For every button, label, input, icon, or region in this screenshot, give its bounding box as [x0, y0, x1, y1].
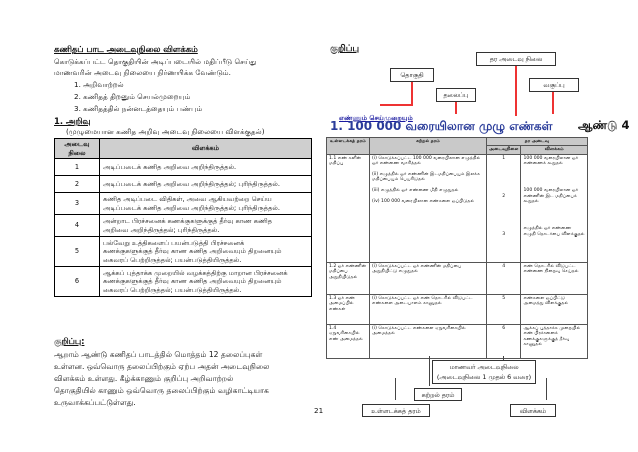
th-desc: விளக்கம் [99, 138, 312, 159]
connector-line [429, 356, 430, 386]
level-cell: 1 2 3 [485, 153, 522, 263]
th-grade: தர அடைவு [486, 136, 588, 147]
intro-line-2: மாணவரின் அடைவு நிலையை நிர்ணயிக்க வேண்டும… [54, 68, 231, 77]
level-desc: அடிப்படைக் கணித அறிவை அறிந்திருத்தல்; பு… [99, 175, 312, 193]
main-title: 1. 100 000 வரையிலான முழு எண்கள் [330, 119, 553, 133]
level-number: 6 [54, 266, 100, 297]
learning-cell: (i) கொடுக்கப்பட்ட ஓர் எண் தொடரில் விடுபட… [369, 293, 487, 325]
connector-line [380, 104, 413, 106]
note-line: உள்ளன. ஒவ்வொரு தலைப்பிற்கும் ஏற்ப அதன் அ… [54, 362, 270, 371]
box-topic: தலைப்பு [436, 88, 476, 102]
box-module: தொகுதி [390, 68, 434, 82]
box-content-standard: உள்ளடக்கத் தரம் [362, 404, 430, 417]
connector-line [515, 66, 517, 116]
box-grade-level: தர அடைவு நிலை [476, 52, 556, 66]
th-desc: விளக்கம் [520, 145, 588, 155]
number-system-label: எண்ணும் செய்முறையும் [339, 114, 413, 122]
level-desc: அன்றாட பிரச்சனைக் கணக்குகளுக்குத் தீர்வு… [99, 214, 312, 237]
level-number: 5 [54, 236, 100, 267]
th-content-standard: உள்ளடக்கத் தரம் [326, 137, 370, 155]
level-cell: 5 [485, 293, 522, 325]
level-cell: 6 [485, 323, 522, 359]
level-desc: அடிப்படைக் கணித அறிவை அறிந்திருத்தல். [99, 158, 312, 176]
box-student-level: மாணவர் அடைவுநிலை (அடைவுநிலை 1 முதல் 6 வர… [432, 360, 536, 384]
connector-line [395, 378, 396, 400]
connector-line [411, 82, 413, 106]
note-heading: குறிப்பு: [54, 336, 85, 346]
connector-line [546, 378, 547, 400]
connector-line [552, 92, 554, 114]
level-number: 4 [54, 214, 100, 237]
th-learning-standard: கற்றல் தரம் [369, 137, 487, 155]
note-line: உருவாக்கப்பட்டுள்ளது. [54, 398, 136, 407]
learning-cell: (i) கொடுக்கப்பட்ட ஓர் எண்ணின் மதிப்பை அற… [369, 261, 487, 295]
level-number: 2 [54, 175, 100, 193]
level-number: 3 [54, 192, 100, 215]
intro-line-1: கொடுக்கப்பட்ட தொகுதியின் அடிப்படையில் மத… [54, 57, 257, 66]
content-cell: 1.2 ஓர் எண்ணின் மதிப்பை அறுதியிடுதல் [326, 261, 370, 295]
connector-line [455, 102, 457, 114]
page-number: 21 [314, 406, 324, 415]
right-note-heading: குறிப்பு [330, 44, 360, 54]
year-label: ஆண்டு 4 [578, 118, 630, 132]
list-item-3: 3. கணிதத்தில் நன்னடத்தையும் பண்பும் [74, 104, 203, 113]
note-line: தொகுதியில் காணும் ஒவ்வொரு தலைப்பிற்கும் … [54, 386, 269, 395]
level-desc-cell: எண்களை ஒப்பிட்டு அமைத்து விளக்குதல் [520, 293, 588, 325]
level-desc-cell: ஆக்கப் புத்தாக்க முறையில் எண் பிரச்சனைக்… [520, 323, 588, 359]
content-cell: 1.3 ஓர் எண் அமைப்பில் எண்கள் [326, 293, 370, 325]
curriculum-table: உள்ளடக்கத் தரம் கற்றல் தரம் தர அடைவு அடை… [326, 136, 588, 359]
achievement-level-table: அடைவு நிலை விளக்கம் 1 அடிப்படைக் கணித அற… [54, 138, 312, 297]
content-cell: 1.4 ஏறுவரிசையில் எண் அமைத்தல் [326, 323, 370, 359]
content-cell: 1.1 எண் களின் மதிப்பு [326, 153, 370, 263]
knowledge-sub: (முழுமையான கணித அறிவு அடைவு நிலையை விளக்… [66, 127, 265, 136]
level-desc: பல்வேறு உத்திகளைப் பயன்படுத்தி பிரச்சனைக… [99, 236, 312, 267]
box-explanation: விளக்கம் [510, 404, 556, 417]
learning-cell: (i) கொடுக்கப்பட்ட எண்களை ஏறுவரிசையில் அம… [369, 323, 487, 359]
list-item-1: 1. அறிவாற்றல் [74, 80, 124, 89]
level-number: 1 [54, 158, 100, 176]
list-item-2: 2. கணிதத் திறனும் செயல்முறையும் [74, 92, 191, 101]
th-level: அடைவு நிலை [54, 138, 100, 159]
level-cell: 4 [485, 261, 522, 295]
note-line: ஆறாம் ஆண்டு கணிதப் பாடத்தில் மொத்தம் 12 … [54, 350, 263, 359]
box-learning-standard: கற்றல் தரம் [414, 388, 462, 401]
learning-cell: (i) கொடுக்கப்பட்ட 100 000 வரையிலான எழுத்… [369, 153, 487, 263]
left-title: கணிதப் பாட அடைவுநிலை விளக்கம் [54, 44, 198, 54]
note-line: விளக்கம் உள்ளது. கீழ்க்காணும் குறிப்பு அ… [54, 374, 234, 383]
level-desc-cell: 100 000 வரையிலான ஓர் எண்ணைக் கூறுதல் 100… [520, 153, 588, 263]
level-desc-cell: எண் தொடரில் விடுபட்ட எண்ணை நிறைவு செய்தல… [520, 261, 588, 295]
box-class: வகுப்பு [529, 78, 579, 92]
knowledge-heading: 1. அறிவு [54, 116, 91, 126]
th-level: அடைவுநிலை [485, 145, 522, 155]
level-desc: ஆக்கப் புத்தாக்க முறையில் வழக்கத்திற்கு … [99, 266, 312, 297]
level-desc: கணித அடிப்படை விதிகள், அவை ஆகியவற்றை செய… [99, 192, 312, 215]
